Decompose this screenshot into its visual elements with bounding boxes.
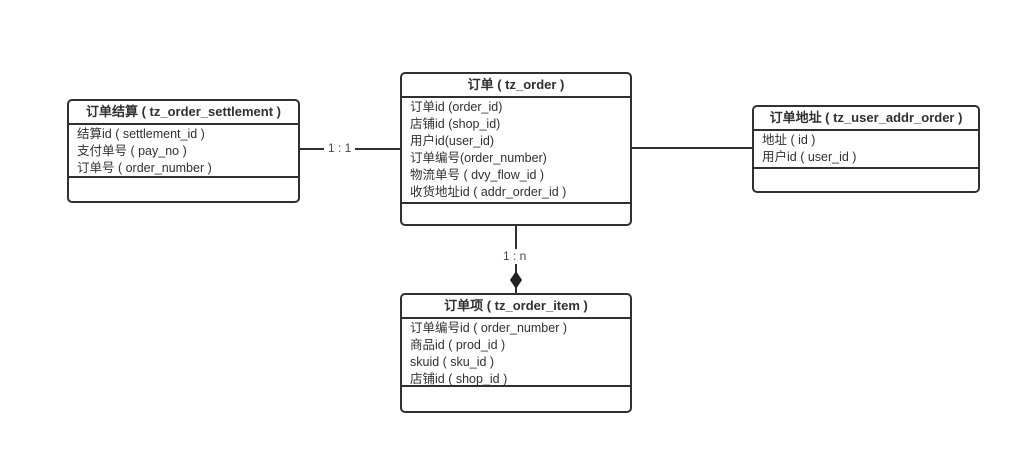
entity-order-settlement[interactable]: 订单结算 ( tz_order_settlement ) 结算id ( sett…: [67, 99, 300, 203]
entity-field-list: 订单编号id ( order_number ) 商品id ( prod_id )…: [402, 319, 630, 387]
field-row: 订单id (order_id): [410, 100, 503, 114]
entity-order[interactable]: 订单 ( tz_order ) 订单id (order_id) 店铺id (sh…: [400, 72, 632, 226]
field-row: 地址 ( id ): [762, 133, 816, 147]
field-row: 用户id(user_id): [410, 134, 495, 148]
connector-label-one-to-one: 1 : 1: [324, 141, 356, 156]
entity-title: 订单 ( tz_order ): [402, 74, 630, 98]
entity-empty-section: [402, 204, 630, 224]
connector-label-one-to-n: 1 : n: [499, 249, 531, 264]
field-row: 结算id ( settlement_id ): [77, 127, 205, 141]
entity-title: 订单地址 ( tz_user_addr_order ): [754, 107, 978, 131]
diamond-arrow-icon: [510, 271, 522, 289]
field-row: 店铺id ( shop_id ): [410, 372, 508, 386]
field-row: 订单编号(order_number): [410, 151, 547, 165]
entity-title: 订单项 ( tz_order_item ): [402, 295, 630, 319]
field-row: 店铺id (shop_id): [410, 117, 501, 131]
entity-title: 订单结算 ( tz_order_settlement ): [69, 101, 298, 125]
entity-empty-section: [754, 169, 978, 191]
entity-empty-section: [402, 387, 630, 411]
entity-field-list: 结算id ( settlement_id ) 支付单号 ( pay_no ) 订…: [69, 125, 298, 178]
field-row: 订单号 ( order_number ): [77, 161, 212, 175]
entity-field-list: 订单id (order_id) 店铺id (shop_id) 用户id(user…: [402, 98, 630, 204]
field-row: 收货地址id ( addr_order_id ): [410, 185, 567, 199]
entity-order-address[interactable]: 订单地址 ( tz_user_addr_order ) 地址 ( id ) 用户…: [752, 105, 980, 193]
entity-empty-section: [69, 178, 298, 201]
entity-order-item[interactable]: 订单项 ( tz_order_item ) 订单编号id ( order_num…: [400, 293, 632, 413]
field-row: 订单编号id ( order_number ): [410, 321, 567, 335]
field-row: 物流单号 ( dvy_flow_id ): [410, 168, 545, 182]
field-row: skuid ( sku_id ): [410, 355, 495, 369]
field-row: 商品id ( prod_id ): [410, 338, 506, 352]
field-row: 支付单号 ( pay_no ): [77, 144, 187, 158]
field-row: 用户id ( user_id ): [762, 150, 857, 164]
entity-field-list: 地址 ( id ) 用户id ( user_id ): [754, 131, 978, 169]
connector-order-address-line: [631, 147, 752, 149]
